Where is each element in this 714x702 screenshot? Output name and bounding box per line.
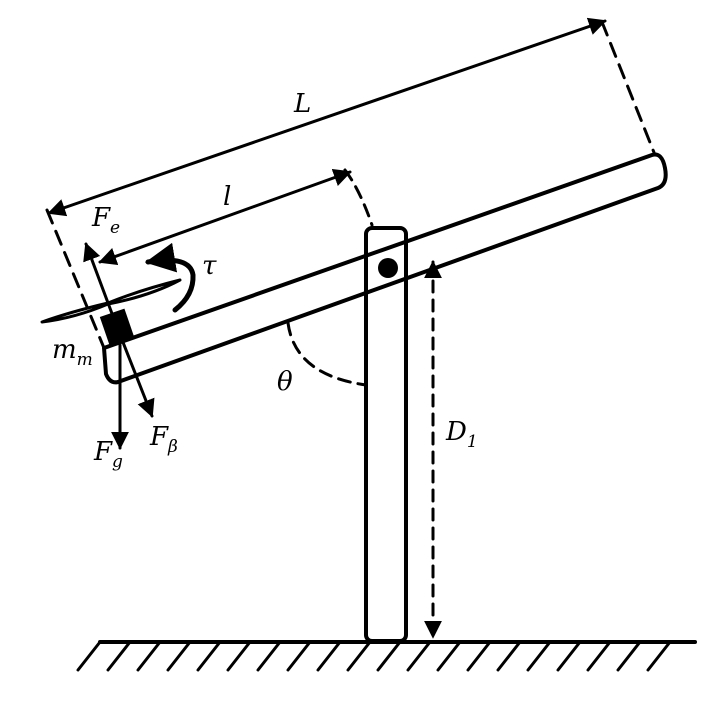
label-tau: τ <box>202 251 217 281</box>
ground <box>76 640 697 672</box>
label-D1: D1 <box>445 417 478 452</box>
label-mm: mm <box>52 335 93 370</box>
label-theta: θ <box>277 367 293 397</box>
label-L: L <box>293 89 311 119</box>
force-Fe-arrow <box>83 242 119 329</box>
ground-hatching <box>76 640 672 672</box>
support-post <box>364 226 408 643</box>
torque-arrow <box>145 242 196 313</box>
arm-length-extension <box>343 168 374 227</box>
angle-theta-arc <box>286 321 368 387</box>
label-l: l <box>223 182 231 212</box>
force-Fbeta-arrow <box>115 325 155 418</box>
propeller-blade <box>40 278 182 324</box>
dimension-L-arrow <box>47 17 607 217</box>
label-Fg: Fg <box>93 437 123 472</box>
label-Fbeta: Fβ <box>149 422 178 457</box>
label-Fe: Fe <box>91 203 120 238</box>
beam <box>102 152 668 385</box>
dimension-l-arrow <box>98 169 352 265</box>
dimension-extension-lines <box>45 20 657 350</box>
pivot-point <box>378 258 398 278</box>
